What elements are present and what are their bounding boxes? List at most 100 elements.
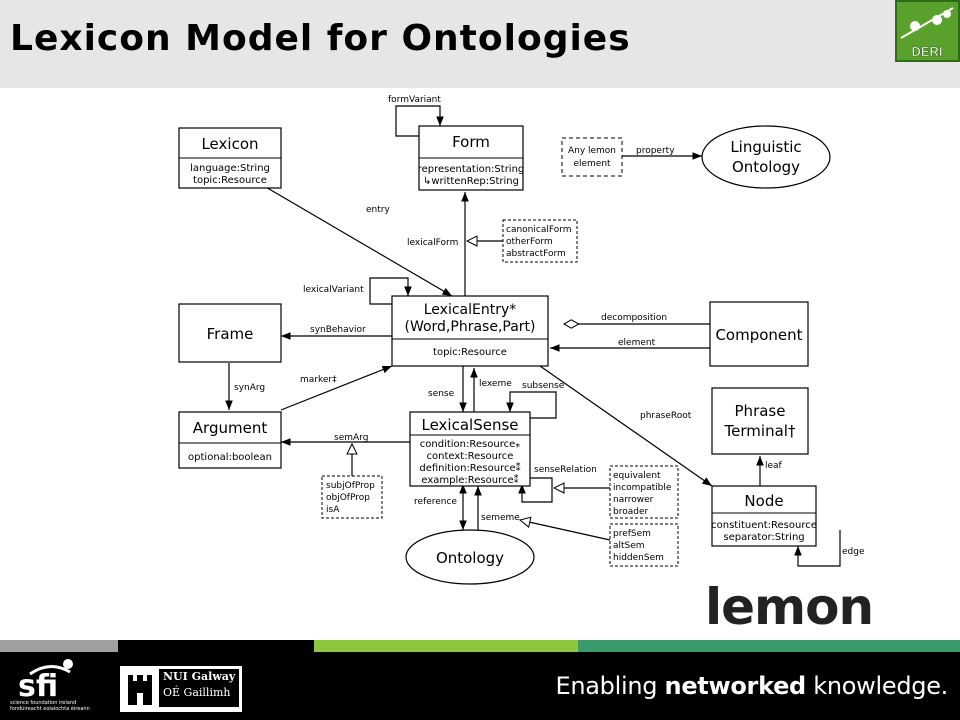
tagline-part: Enabling [555,672,665,700]
note-semarg-kinds: subjOfProp objOfProp isA [321,475,383,519]
svg-text:sfi: sfi [18,669,58,700]
edge-edge-line [794,530,841,567]
class-box-node: Node constituent:Resource separator:Stri… [711,485,817,547]
note-form-kind: otherForm [506,237,553,247]
note-sense-relation: narrower [613,495,654,505]
phrase-terminal-line: Terminal† [724,422,796,440]
label-subsense: subsense [522,381,565,391]
node-attr: separator:String [723,532,804,543]
frame-title: Frame [207,325,254,343]
sfi-subtitle-line: fondúireacht eolaíochta éireann [10,706,90,712]
class-box-phrase-terminal: Phrase Terminal† [711,387,809,455]
label-synbehavior: synBehavior [310,325,366,335]
lexical-sense-title: LexicalSense [421,416,518,434]
label-edge: edge [842,547,865,557]
label-lexeme: lexeme [479,379,512,389]
form-attr: ↳writtenRep:String [423,176,519,187]
label-senserelation: senseRelation [534,465,597,475]
linguistic-ontology-line: Ontology [732,158,800,176]
label-element: element [618,338,656,348]
note-form-kind: abstractForm [506,249,566,259]
edge-marker-line [280,365,393,411]
lexical-sense-attr: definition:Resource⁑ [419,461,520,474]
class-box-form: Form representation:String ↳writtenRep:S… [418,125,525,191]
note-sememe-kind: altSem [613,541,645,551]
class-box-lexicon: Lexicon language:String topic:Resource [178,127,282,189]
tagline-bold: networked [664,672,807,700]
lexical-sense-attr: example:Resource⁑ [421,473,518,486]
page-title: Lexicon Model for Ontologies [10,18,631,59]
castle-icon [128,675,152,705]
footer-stripe-grey [0,640,118,652]
sfi-subtitle-line: science foundation ireland [10,700,77,706]
label-decomposition: decomposition [601,313,667,323]
label-leaf: leaf [765,461,783,471]
node-title: Node [744,492,783,510]
label-reference: reference [414,497,457,507]
lexicon-title: Lexicon [201,135,258,153]
label-lexicalform: lexicalForm [407,238,458,248]
footer-bar: sfi science foundation ireland fondúirea… [0,652,960,720]
edge-formvariant-line [395,105,444,137]
footer-stripe-green [314,640,578,652]
deri-logo: DERI [895,0,960,62]
lexical-entry-attr: topic:Resource [433,347,507,358]
edge-phraseroot-line [539,365,713,487]
form-title: Form [452,133,490,151]
edge-entry-line [263,185,453,297]
note-sense-relation: incompatible [613,483,672,493]
phrase-terminal-line: Phrase [735,402,786,420]
argument-title: Argument [193,419,268,437]
footer-stripe-teal [578,640,960,652]
lexicon-attr: topic:Resource [193,175,267,186]
note-sememe-kinds: prefSem altSem hiddenSem [609,523,679,567]
label-lexicalvariant: lexicalVariant [303,285,364,295]
form-attr: representation:String [418,164,525,175]
label-semarg: semArg [334,433,368,443]
class-box-component: Component [709,301,809,367]
label-marker: marker‡ [300,375,337,385]
note-sememe-link [520,520,611,541]
argument-attr: optional:boolean [188,452,272,463]
class-box-any-lemon-element: Any lemon element [561,137,623,177]
label-entry: entry [366,205,390,215]
label-phraseroot: phraseRoot [640,411,692,421]
edge-lexicalvariant-line [369,277,412,305]
label-sememe: sememe [481,513,520,523]
sfi-subtitle: science foundation ireland fondúireacht … [10,700,90,712]
note-sememe-kind: hiddenSem [613,553,664,563]
node-attr: constituent:Resource [711,520,817,531]
header-bar: Lexicon Model for Ontologies DERI [0,0,960,88]
note-form-kinds: canonicalForm otherForm abstractForm [502,219,578,263]
note-form-kind: canonicalForm [506,225,572,235]
nui-galway-text: NUI Galway OÉ Gaillimh [159,669,239,707]
lexical-sense-attr: context:Resource [427,451,514,462]
lexical-sense-attr: condition:Resource⁎ [420,439,520,450]
deri-logo-text: DERI [911,44,942,59]
ellipse-ontology: Ontology [405,529,535,585]
class-box-lexical-sense: LexicalSense condition:Resource⁎ context… [409,411,531,487]
class-box-argument: Argument optional:boolean [178,411,282,469]
component-title: Component [715,326,802,344]
note-semarg-kind: subjOfProp [326,481,375,491]
footer-stripe-black [118,640,314,652]
label-synarg: synArg [234,383,265,393]
any-lemon-line: Any lemon [568,146,616,156]
edge-subsense-line [506,391,557,419]
label-sense: sense [428,389,455,399]
note-sense-relation: equivalent [613,471,661,481]
any-lemon-line: element [573,159,611,169]
note-semarg-kind: isA [326,505,340,515]
lemon-wordmark: lemon [705,578,874,636]
class-box-frame: Frame [178,303,282,363]
linguistic-ontology-line: Linguistic [730,138,801,156]
label-formvariant: formVariant [388,95,441,105]
lemon-model-diagram: Lexicon language:String topic:Resource F… [178,95,865,585]
ellipse-linguistic-ontology: Linguistic Ontology [701,125,831,189]
note-sense-relation: broader [613,507,648,517]
lexical-entry-title: LexicalEntry* [424,302,517,318]
nui-line: NUI Galway [163,670,236,683]
sfi-logo: sfi [18,659,73,700]
edge-senserelation-line [518,477,553,503]
label-property: property [636,146,675,156]
